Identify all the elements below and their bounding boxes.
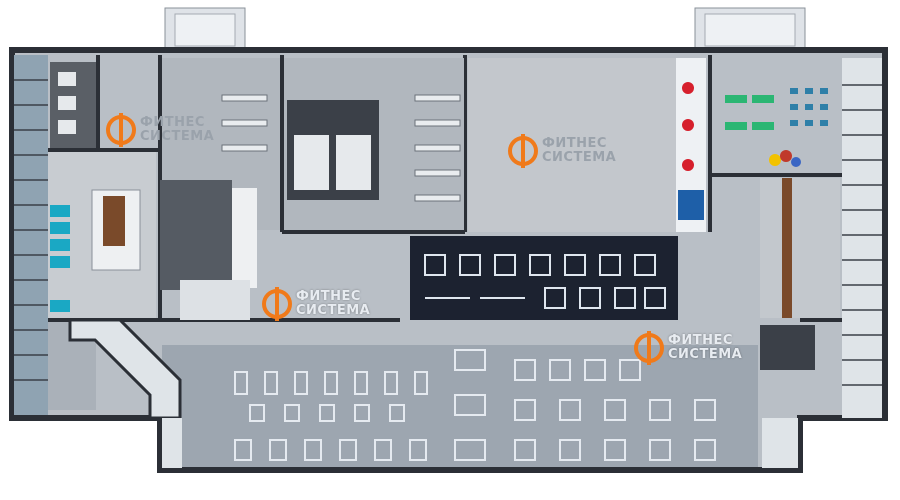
brand-line2: СИСТЕМА [542,150,617,165]
rooftop-unit-right [694,7,806,53]
brand-line1: ФИТНЕС [296,289,361,304]
wall-graphics [682,82,694,171]
brand-text: ФИТНЕС СИСТЕМА [668,334,742,362]
lockers-cyan [50,205,70,312]
equipment-box [760,325,815,370]
kettlebell-rack [790,88,828,126]
strength-machines [234,349,716,461]
brand-line2: СИСТЕМА [140,129,215,144]
brand-logo-gym: ФИТНЕС СИСТЕМА [634,331,742,365]
brand-mark-icon [106,113,136,147]
brand-mark-icon [634,331,664,365]
wood-wall [782,178,792,318]
brand-logo-studio: ФИТНЕС СИСТЕМА [508,134,616,168]
brand-line2: СИСТЕМА [296,303,371,318]
studio-screen [678,190,704,220]
reception-counter [103,196,125,246]
brand-logo-stairs: ФИТНЕС СИСТЕМА [262,287,370,321]
brand-line1: ФИТНЕС [542,136,607,151]
staircase [180,280,250,320]
shower-block [287,100,379,200]
left-window-wall [14,55,48,415]
brand-mark-icon [508,134,538,168]
locker-benches [221,94,461,202]
rooftop-unit-left [164,7,246,53]
brand-logo-reception: ФИТНЕС СИСТЕМА [106,113,214,147]
lift-core [160,180,232,290]
brand-text: ФИТНЕС СИСТЕМА [296,290,370,318]
cardio-room [760,178,840,318]
fitness-balls [769,150,801,167]
entrance-glazing [68,318,182,420]
group-studio [468,58,676,232]
wc-fixture [58,96,76,110]
free-weight-machines [424,254,666,309]
brand-line2: СИСТЕМА [668,347,743,362]
brand-mark-icon [262,287,292,321]
brand-line1: ФИТНЕС [140,115,205,130]
right-window-wall [842,58,882,418]
brand-text: ФИТНЕС СИСТЕМА [140,116,214,144]
brand-text: ФИТНЕС СИСТЕМА [542,137,616,165]
floor-mats [725,95,774,130]
brand-line1: ФИТНЕС [668,333,733,348]
stair-landing [232,188,257,288]
wc-fixture [58,72,76,86]
functional-zone [712,58,842,173]
wc-fixture [58,120,76,134]
bottom-window-wall [162,418,798,468]
